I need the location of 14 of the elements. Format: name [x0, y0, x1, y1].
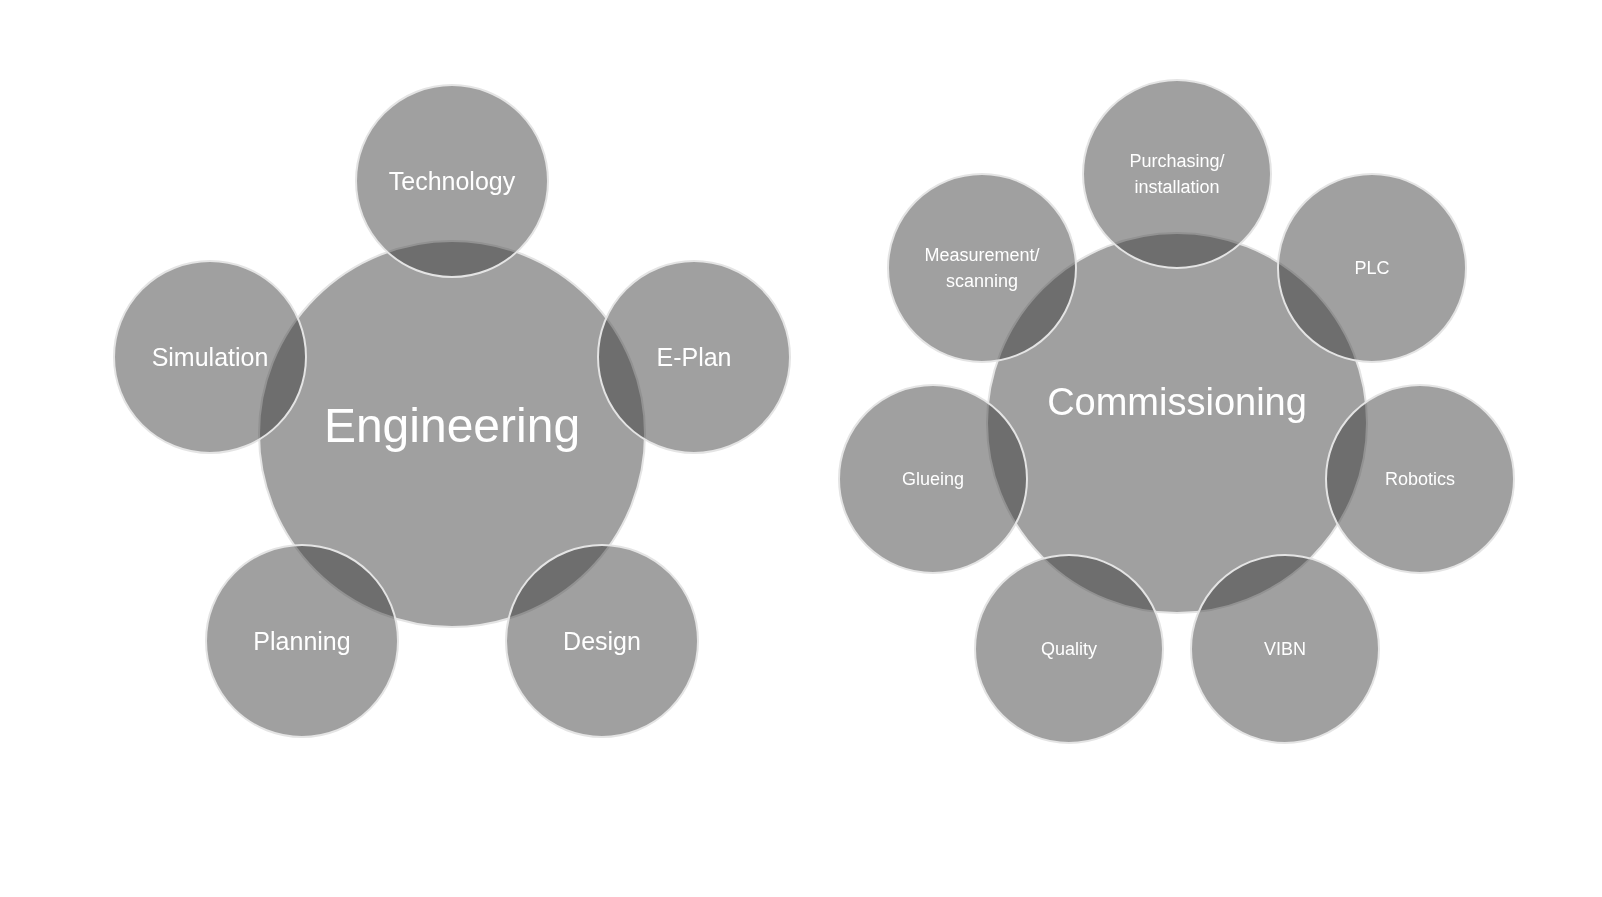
node-label: PLC: [1354, 256, 1390, 280]
node-label: Engineering: [323, 398, 581, 455]
node-label: Glueing: [901, 467, 964, 491]
node-label: Robotics: [1385, 467, 1455, 491]
node-label: Technology: [388, 165, 516, 197]
node-label: Design: [563, 625, 641, 657]
node-label: Simulation: [151, 341, 269, 373]
node-label: Measurement/ scanning: [923, 243, 1041, 293]
node-label: Commissioning: [1047, 380, 1307, 426]
node-label: VIBN: [1264, 637, 1306, 661]
node-label: Planning: [253, 625, 351, 657]
node-label: Quality: [1041, 637, 1097, 661]
node-label: E-Plan: [656, 341, 732, 373]
node-label: Purchasing/ installation: [1128, 149, 1226, 199]
